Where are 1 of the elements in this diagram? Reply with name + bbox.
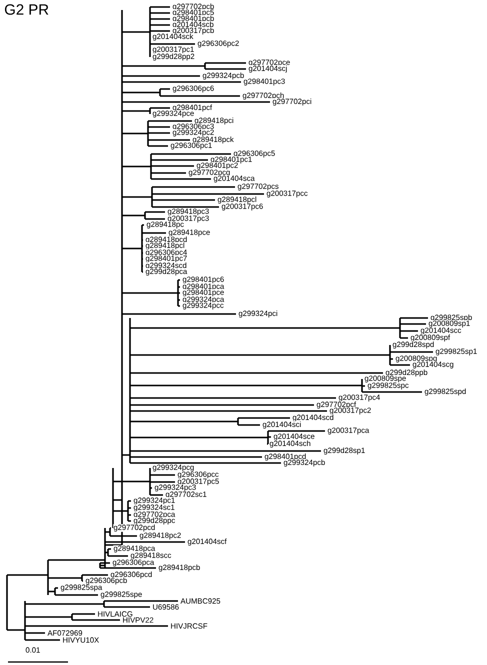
title: G2 PR — [4, 4, 48, 15]
